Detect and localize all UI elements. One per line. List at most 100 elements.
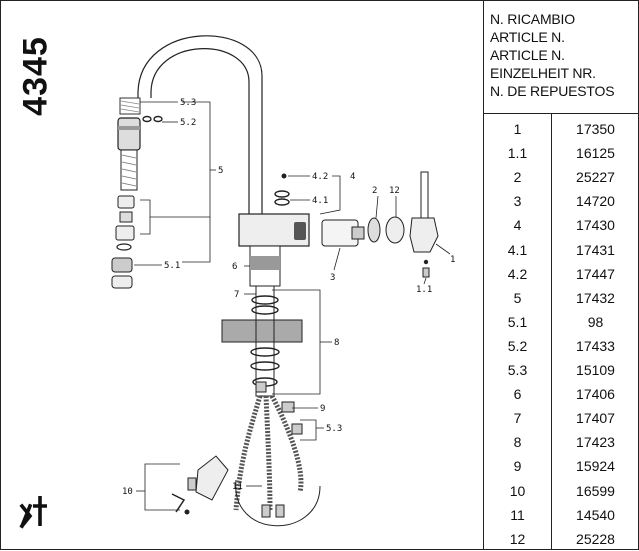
callout-4-1: 4.1	[312, 196, 328, 206]
table-row: 4 17430	[484, 213, 639, 237]
table-row: 6 17406	[484, 382, 639, 406]
fixing-bracket	[195, 455, 229, 501]
part-ref: 4.2	[507, 265, 528, 282]
hose-loop	[235, 479, 321, 527]
table-row: 1 17350	[484, 117, 639, 141]
part-ref: 5.2	[507, 337, 528, 354]
table-row: 12 25228	[484, 527, 639, 551]
callout-10: 10	[122, 487, 133, 497]
callout-7: 7	[234, 290, 239, 300]
article-number: 15109	[576, 362, 615, 378]
spout-o-ring	[274, 198, 290, 206]
article-number: 98	[587, 313, 604, 330]
parts-table-header: N. RICAMBIO ARTICLE N. ARTICLE N. EINZEL…	[484, 0, 639, 114]
article-number: 25228	[576, 530, 615, 547]
spout-o-ring	[274, 190, 290, 198]
handshower-head	[117, 117, 141, 151]
article-number: 17433	[576, 337, 615, 354]
callout-1-1: 1.1	[416, 285, 432, 295]
ring-nut	[367, 217, 381, 243]
spout-outer	[137, 35, 263, 214]
article-number: 17431	[576, 241, 615, 258]
callout-4: 4	[350, 172, 355, 182]
aerator-cap	[115, 225, 135, 241]
header-line: N. DE REPUESTOS	[490, 83, 615, 99]
part-ref: 5	[513, 289, 522, 306]
article-number: 17447	[576, 265, 615, 282]
part-ref: 1	[513, 121, 522, 137]
header-line: ARTICLE N.	[490, 29, 565, 45]
part-ref: 8	[513, 434, 522, 451]
o-ring	[142, 115, 152, 123]
part-ref: 2	[513, 169, 522, 186]
table-row: 8 17423	[484, 430, 639, 454]
callout-5-3: 5.3	[180, 98, 196, 108]
lever-stick	[420, 171, 429, 225]
flex-hose	[263, 395, 273, 511]
table-row: 1.1 16125	[484, 141, 639, 165]
article-number: 14720	[576, 193, 615, 210]
article-number: 17430	[576, 217, 615, 234]
part-ref: 1.1	[507, 145, 528, 162]
callout-2: 2	[372, 186, 377, 196]
lever-handle	[409, 217, 439, 253]
callout-9: 9	[320, 404, 325, 414]
article-number: 16599	[576, 482, 615, 499]
handshower-body	[120, 149, 138, 191]
aerator-insert	[119, 211, 133, 223]
exploded-parts-diagram: 5.3 5.2 5 5.1 6 7 4.2 4 4.1 2 12 3 1 1.1…	[111, 35, 455, 527]
table-row: 5 17432	[484, 286, 639, 310]
table-row: 5.3 15109	[484, 358, 639, 382]
article-number: 17423	[576, 434, 615, 451]
callout-5-2: 5.2	[180, 118, 196, 128]
part-ref: 5.3	[507, 362, 528, 378]
part-ref: 11	[510, 506, 525, 523]
column-divider	[551, 114, 552, 550]
part-ref: 4.1	[507, 241, 528, 258]
table-row: 10 16599	[484, 479, 639, 503]
table-row: 4.1 17431	[484, 238, 639, 262]
brand-logo	[19, 496, 47, 529]
aerator-ring	[117, 195, 135, 209]
part-ref: 6	[513, 386, 522, 403]
part-ref: 4	[513, 217, 522, 234]
shank	[255, 285, 275, 397]
article-number: 16125	[576, 145, 615, 162]
callout-6: 6	[232, 262, 237, 272]
table-row: 3 14720	[484, 189, 639, 213]
callout-5-1: 5.1	[164, 261, 180, 271]
o-ring	[153, 115, 163, 123]
flex-hose	[269, 394, 304, 493]
part-ref: 9	[513, 458, 522, 475]
aerator-base	[111, 275, 133, 289]
aerator-nut	[111, 257, 133, 273]
part-ref: 3	[513, 193, 522, 210]
part-ref: 10	[509, 482, 526, 499]
aerator-washer	[116, 243, 132, 251]
table-row: 5.2 17433	[484, 334, 639, 358]
grub-screw	[422, 267, 430, 278]
table-row: 2 25227	[484, 165, 639, 189]
callout-3: 3	[330, 273, 335, 283]
header-line: EINZELHEIT NR.	[490, 65, 596, 81]
article-number: 17350	[576, 121, 615, 137]
table-row: 11 14540	[484, 503, 639, 527]
article-number: 17406	[576, 386, 615, 403]
flex-hose	[233, 395, 263, 511]
callout-4-2: 4.2	[312, 172, 328, 182]
header-line: N. RICAMBIO	[490, 11, 575, 27]
article-number: 14540	[576, 506, 615, 523]
article-number: 17432	[576, 289, 615, 306]
countertop	[221, 319, 303, 343]
panel-divider	[483, 0, 484, 550]
spout-inner	[150, 48, 250, 214]
part-ref: 12	[509, 530, 526, 547]
part-ref: 7	[513, 410, 522, 427]
callout-11: 11	[232, 482, 243, 492]
article-number: 25227	[576, 169, 615, 186]
callout-5: 5	[218, 166, 223, 176]
set-screw	[281, 173, 287, 179]
